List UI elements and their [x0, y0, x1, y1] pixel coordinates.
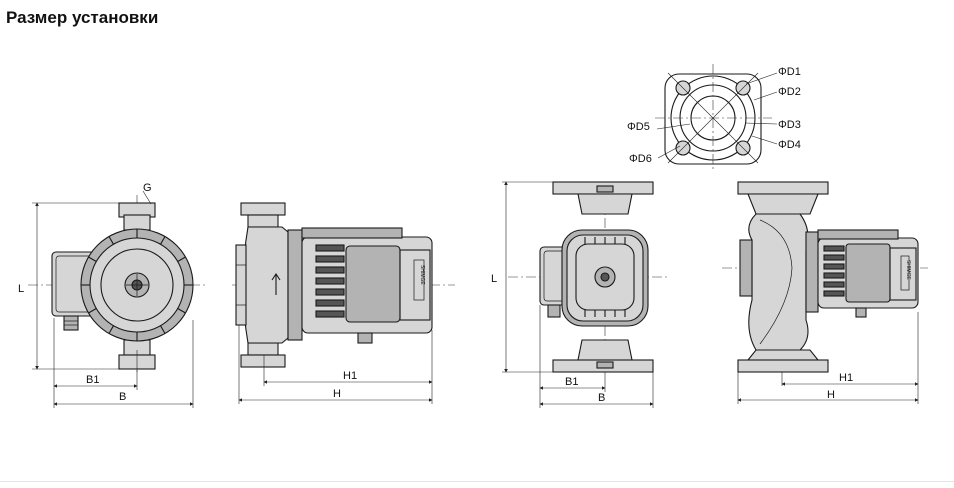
label-d6: ΦD6	[629, 153, 652, 165]
page-title: Размер установки	[6, 8, 159, 27]
label-h-2: H	[827, 389, 835, 401]
label-d2: ΦD2	[778, 86, 801, 98]
label-h1-1: H1	[343, 370, 357, 382]
label-l-1: L	[18, 283, 24, 295]
label-d4: ΦD4	[778, 139, 801, 151]
brand-label-2: SHIMGE	[905, 260, 911, 280]
footer-divider	[0, 481, 954, 482]
front-fins	[81, 229, 193, 341]
label-d1: ΦD1	[778, 66, 801, 78]
label-h1-2: H1	[839, 372, 853, 384]
label-d5: ΦD5	[627, 121, 650, 133]
label-d3: ΦD3	[778, 119, 801, 131]
label-b1-1: B1	[86, 374, 99, 386]
flanged-pump-side-view: SHIMGE H1 H	[722, 181, 928, 404]
threaded-pump-side-view: SHIMGE H1 H	[232, 202, 455, 404]
flanged-pump-front-view: L B1 B	[491, 181, 668, 408]
flange-detail-view: ΦD1 ΦD2 ΦD3 ΦD4 ΦD5 ΦD6	[627, 64, 801, 172]
label-b-2: B	[598, 392, 605, 404]
label-b-1: B	[119, 391, 126, 403]
label-b1-2: B1	[565, 376, 578, 388]
side-fins-2	[823, 245, 845, 297]
label-g: G	[143, 182, 152, 194]
label-h-1: H	[333, 388, 341, 400]
side-fins-1	[315, 244, 345, 318]
label-l-2: L	[491, 273, 497, 285]
front-slots-2	[584, 237, 626, 317]
brand-label-1: SHIMGE	[419, 265, 425, 285]
threaded-pump-front-view: G L B1 B	[18, 182, 205, 408]
